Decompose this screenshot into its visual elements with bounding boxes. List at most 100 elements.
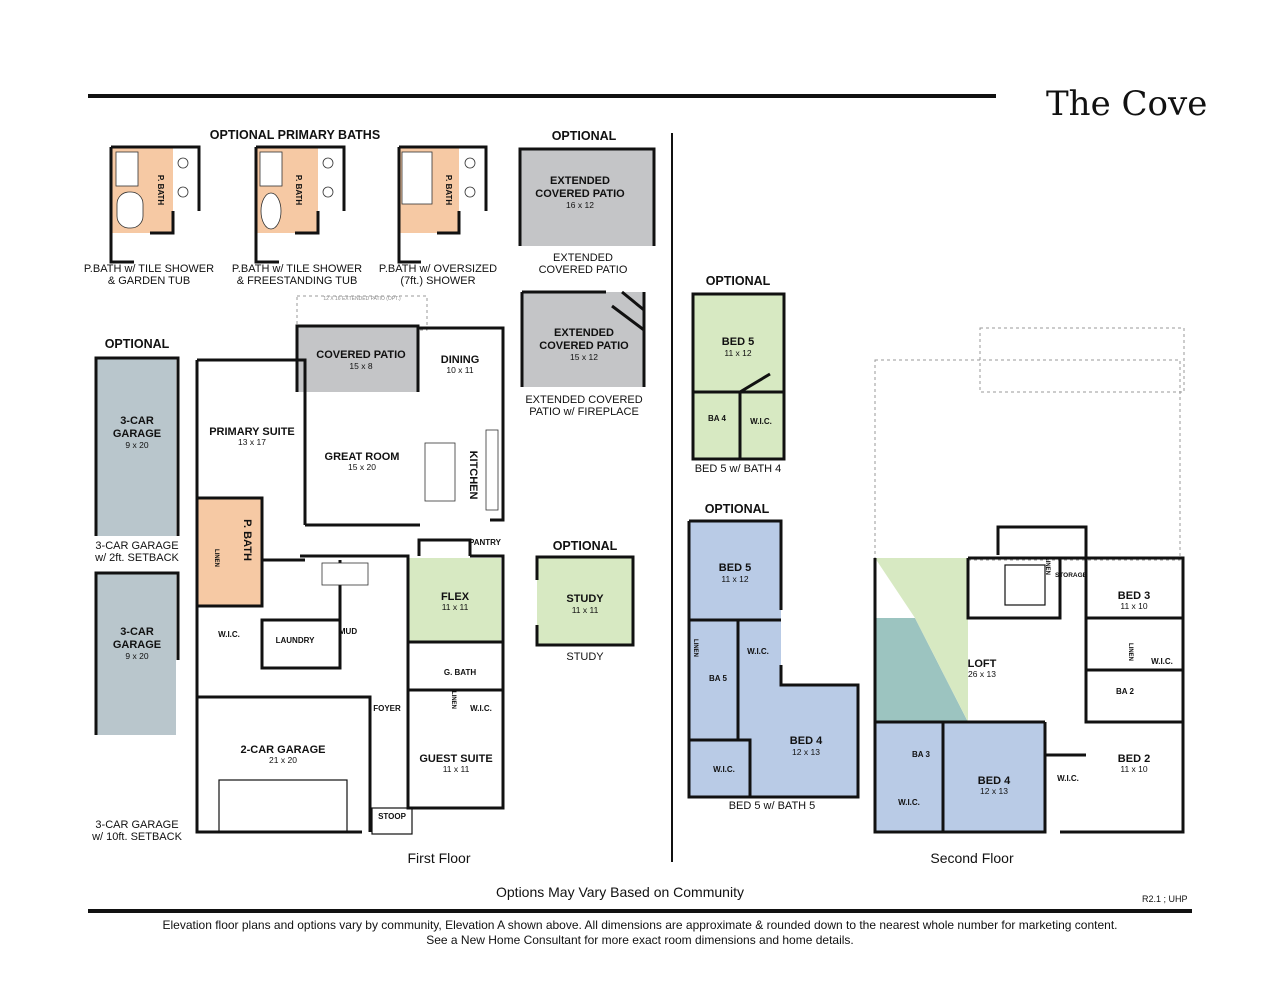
- svg-text:11 x 11: 11 x 11: [572, 605, 599, 615]
- svg-text:BA 5: BA 5: [709, 674, 727, 683]
- optional-bed5-bath5: BED 5 11 x 12 BED 4 12 x 13 BA 5 W.I.C. …: [687, 519, 860, 799]
- optional-bed5-bath5-heading: OPTIONAL: [705, 502, 770, 516]
- wic3-label-2f: W.I.C.: [1057, 774, 1079, 783]
- optional-bed5-bath4-heading: OPTIONAL: [706, 274, 771, 288]
- patio2-name-line1: EXTENDED: [554, 327, 614, 339]
- patio2-name-line2: COVERED PATIO: [539, 340, 629, 352]
- svg-text:12 x 13: 12 x 13: [792, 747, 820, 757]
- svg-text:BA 4: BA 4: [708, 414, 726, 423]
- bed4-label-2f: BED 4: [978, 775, 1011, 787]
- primary-suite-label: PRIMARY SUITE: [209, 426, 295, 438]
- revision-code: R2.1 ; UHP: [1142, 894, 1188, 904]
- optional-garage1: 3-CAR GARAGE 9 x 20: [94, 356, 180, 536]
- bed5-bath4-caption: BED 5 w/ BATH 4: [695, 463, 782, 475]
- bath-3-label: P. BATH: [444, 175, 453, 206]
- garage2-caption-line1: 3-CAR GARAGE: [95, 819, 178, 831]
- wic-label: W.I.C.: [218, 630, 240, 639]
- great-room-label: GREAT ROOM: [325, 451, 400, 463]
- svg-text:9 x 20: 9 x 20: [125, 440, 148, 450]
- footer-rule: [88, 909, 1192, 913]
- bath-3-caption-line1: P.BATH w/ OVERSIZED: [379, 263, 497, 275]
- wic2-label: W.I.C.: [470, 704, 492, 713]
- patio1-name-line1: EXTENDED: [550, 175, 610, 187]
- patio1-name-line2: COVERED PATIO: [535, 188, 625, 200]
- second-floor-label: Second Floor: [930, 850, 1014, 866]
- kitchen-label: KITCHEN: [467, 451, 479, 500]
- pantry-label: PANTRY: [469, 538, 502, 547]
- svg-text:BED 4: BED 4: [790, 735, 823, 747]
- wic-label-2f: W.I.C.: [1151, 657, 1173, 666]
- svg-text:11 x 11: 11 x 11: [442, 602, 469, 612]
- ext-patio-dashed-label: 12 X 16 EXTENDED PATIO (OPT.): [323, 296, 401, 302]
- optional-patio1: EXTENDED COVERED PATIO 16 x 12: [518, 147, 656, 246]
- svg-text:GARAGE: GARAGE: [113, 428, 161, 440]
- patio2-caption-line2: PATIO w/ FIREPLACE: [529, 406, 639, 418]
- g-bath-label: G. BATH: [444, 668, 477, 677]
- optional-study: STUDY 11 x 11: [535, 555, 635, 647]
- patio1-caption-line1: EXTENDED: [553, 252, 613, 264]
- svg-text:11 x 12: 11 x 12: [721, 574, 749, 584]
- svg-text:STUDY: STUDY: [566, 593, 604, 605]
- svg-text:BED 5: BED 5: [719, 562, 751, 574]
- loft-label: LOFT: [968, 658, 997, 670]
- study-caption: STUDY: [566, 651, 604, 663]
- svg-text:21 x 20: 21 x 20: [269, 755, 297, 765]
- patio1-dims: 16 x 12: [566, 200, 594, 210]
- svg-text:3-CAR: 3-CAR: [120, 415, 154, 427]
- svg-text:10 x 11: 10 x 11: [446, 365, 474, 375]
- plan-title: The Cove: [1046, 84, 1208, 124]
- storage-label: STORAGE: [1055, 572, 1088, 579]
- patio2-caption-line1: EXTENDED COVERED: [525, 394, 642, 406]
- optional-bath-3: P. BATH: [397, 145, 488, 264]
- svg-text:26 x 13: 26 x 13: [968, 669, 996, 679]
- bath-1-caption-line1: P.BATH w/ TILE SHOWER: [84, 263, 214, 275]
- svg-text:W.I.C.: W.I.C.: [750, 417, 772, 426]
- second-floor-plan: STORAGE LINEN BED 3 11 x 10 LOFT 26 x 13…: [873, 327, 1185, 834]
- bed3-label: BED 3: [1118, 590, 1150, 602]
- mud-label: MUD: [339, 627, 357, 636]
- svg-text:15 x 20: 15 x 20: [348, 462, 376, 472]
- svg-text:11 x 11: 11 x 11: [443, 764, 470, 774]
- bath-2-label: P. BATH: [294, 175, 303, 206]
- ba3-label: BA 3: [912, 750, 930, 759]
- svg-text:BED 5: BED 5: [722, 336, 754, 348]
- optional-patio1-heading: OPTIONAL: [552, 129, 617, 143]
- dining-label: DINING: [441, 354, 480, 366]
- svg-text:W.I.C.: W.I.C.: [713, 765, 735, 774]
- foyer-label: FOYER: [373, 704, 401, 713]
- garage1-caption-line1: 3-CAR GARAGE: [95, 540, 178, 552]
- linen-label-2f: LINEN: [1044, 557, 1050, 575]
- svg-text:12 x 13: 12 x 13: [980, 786, 1008, 796]
- disclaimer-line2: See a New Home Consultant for more exact…: [426, 933, 854, 947]
- bath-2-caption-line1: P.BATH w/ TILE SHOWER: [232, 263, 362, 275]
- patio2-dims: 15 x 12: [570, 352, 598, 362]
- garage1-caption-line2: w/ 2ft. SETBACK: [94, 552, 179, 564]
- bed5-bath5-caption: BED 5 w/ BATH 5: [729, 800, 816, 812]
- optional-baths-heading: OPTIONAL PRIMARY BATHS: [210, 128, 380, 142]
- bath-2-caption-line2: & FREESTANDING TUB: [237, 275, 358, 287]
- top-rule: [88, 94, 996, 98]
- covered-patio-label: COVERED PATIO: [316, 349, 406, 361]
- svg-text:W.I.C.: W.I.C.: [747, 647, 769, 656]
- bath-1-label: P. BATH: [156, 175, 165, 206]
- p-bath-label: P. BATH: [241, 519, 253, 561]
- svg-text:11 x 10: 11 x 10: [1120, 601, 1148, 611]
- bath-3-caption-line2: (7ft.) SHOWER: [400, 275, 475, 287]
- svg-text:LINEN: LINEN: [692, 639, 698, 657]
- patio1-caption-line2: COVERED PATIO: [539, 264, 628, 276]
- optional-bed5-bath4: BED 5 11 x 12 BA 4 W.I.C.: [691, 292, 786, 461]
- wic2-label-2f: W.I.C.: [898, 798, 920, 807]
- optional-study-heading: OPTIONAL: [553, 539, 618, 553]
- svg-text:11 x 10: 11 x 10: [1120, 764, 1148, 774]
- optional-bath-1: P. BATH: [109, 145, 201, 264]
- svg-text:3-CAR: 3-CAR: [120, 626, 154, 638]
- svg-text:9 x 20: 9 x 20: [125, 651, 148, 661]
- svg-text:15 x 8: 15 x 8: [349, 361, 372, 371]
- linen-label: LINEN: [213, 549, 219, 567]
- bath-1-caption-line2: & GARDEN TUB: [108, 275, 190, 287]
- optional-patio2: EXTENDED COVERED PATIO 15 x 12: [520, 290, 646, 387]
- options-note: Options May Vary Based on Community: [496, 884, 744, 900]
- garage-label: 2-CAR GARAGE: [241, 744, 326, 756]
- laundry-label: LAUNDRY: [276, 636, 315, 645]
